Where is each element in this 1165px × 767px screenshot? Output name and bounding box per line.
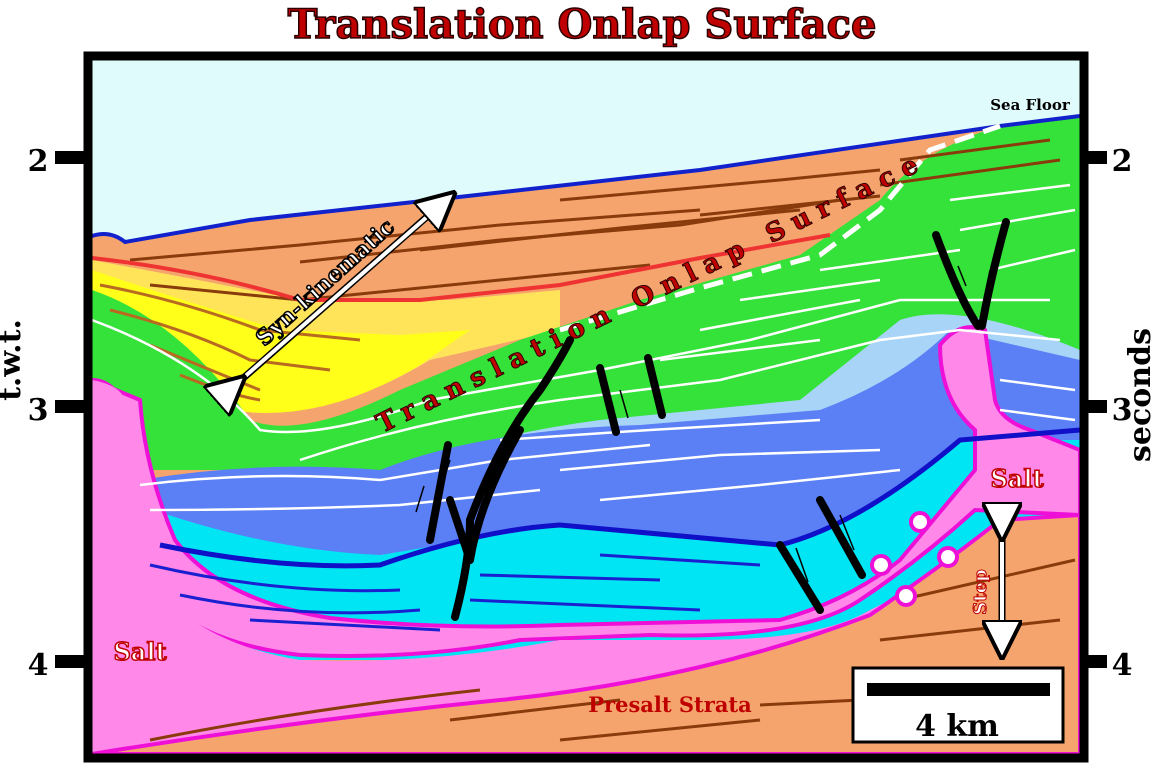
left-axis: 2 3 4 t.w.t.	[0, 144, 85, 683]
salt-label-right: Salt	[990, 464, 1043, 493]
right-tick-3: 3	[1112, 393, 1133, 428]
faults	[426, 218, 1010, 621]
salt-label-left: Salt	[113, 637, 166, 666]
diagram-title: Translation Onlap Surface	[288, 1, 877, 48]
step-label: Step	[970, 569, 991, 614]
slip-arrows	[415, 265, 991, 583]
blue-horizon	[159, 427, 1080, 569]
sea-floor-line	[92, 114, 1080, 245]
scale-label: 4 km	[915, 709, 999, 744]
right-tick-4: 4	[1112, 648, 1133, 683]
right-axis-label: seconds	[1123, 328, 1158, 462]
blue-strata-lines	[139, 378, 1076, 512]
scale-bar: 4 km	[851, 666, 1065, 744]
fault-major	[451, 336, 574, 621]
presalt-strata-label: Presalt Strata	[588, 692, 752, 717]
sea-floor-label: Sea Floor	[990, 96, 1071, 114]
blue-strata	[140, 330, 1080, 560]
syn-kinematic-arrow	[232, 200, 446, 388]
right-tick-2: 2	[1112, 144, 1133, 179]
left-axis-label: t.w.t.	[0, 319, 28, 401]
salt-pillows	[870, 511, 959, 607]
cross-section	[92, 60, 1080, 754]
left-tick-2: 2	[28, 144, 49, 179]
right-axis: 2 3 4 seconds	[1085, 144, 1158, 683]
cyan-strata-lines	[149, 553, 761, 632]
translation-onlap-surface-line	[559, 123, 1001, 333]
left-tick-4: 4	[28, 648, 49, 683]
diagram-frame	[83, 51, 1089, 763]
left-tick-3: 3	[28, 393, 49, 428]
